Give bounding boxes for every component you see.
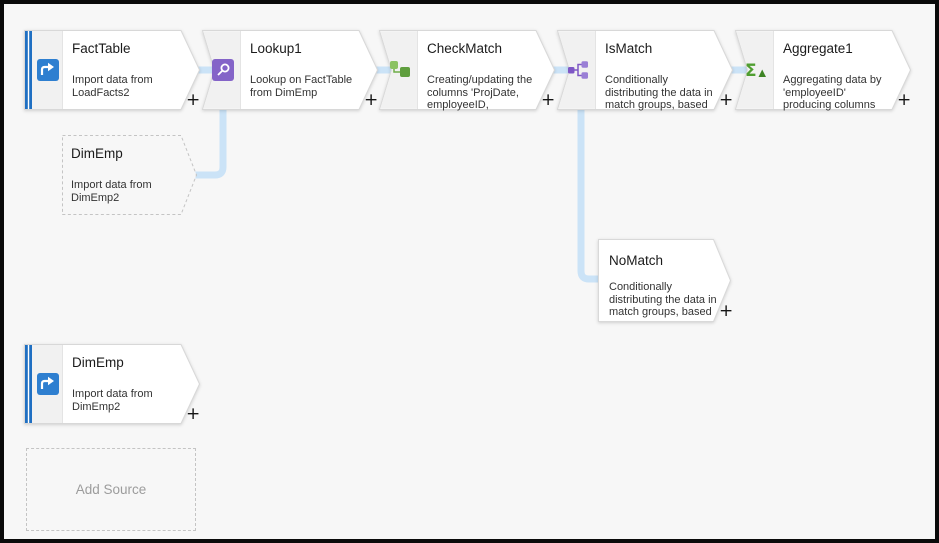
graph-surface[interactable]: FactTable Import data from LoadFacts2 + … (4, 4, 935, 539)
add-source-button[interactable]: Add Source (26, 448, 196, 531)
node-title: DimEmp (72, 355, 124, 370)
svg-text:Σ: Σ (745, 61, 757, 81)
add-source-label: Add Source (75, 482, 147, 497)
node-arrow-shape (598, 239, 732, 322)
node-arrow-shape-dashed (62, 135, 198, 215)
node-description: Conditionally distributing the data in m… (609, 281, 717, 318)
node-description: Import data from LoadFacts2 (72, 74, 153, 99)
node-dimemp-reference[interactable]: DimEmp Import data from DimEmp2 (62, 135, 198, 215)
add-transformation-button[interactable]: + (541, 90, 556, 110)
node-description: Creating/updating the columns 'ProjDate,… (427, 74, 533, 111)
node-description: Import data from DimEmp2 (71, 179, 152, 204)
node-description: Lookup on FactTable from DimEmp (250, 74, 353, 99)
edge-dimempref-lookup1 (195, 108, 227, 179)
add-transformation-button[interactable]: + (897, 90, 912, 110)
add-transformation-button[interactable]: + (719, 301, 734, 321)
node-dimemp[interactable]: DimEmp Import data from DimEmp2 + (24, 344, 200, 424)
add-transformation-button[interactable]: + (719, 90, 734, 110)
node-facttable[interactable]: FactTable Import data from LoadFacts2 + (24, 30, 200, 110)
node-title: Aggregate1 (783, 41, 853, 56)
source-arrow-icon (37, 59, 59, 81)
node-description: Aggregating data by 'employeeID' produci… (783, 74, 882, 111)
lookup-magnifier-icon (212, 59, 234, 81)
node-checkmatch[interactable]: CheckMatch Creating/updating the columns… (378, 30, 556, 111)
edge-ismatch-nomatch (577, 108, 600, 283)
node-title: FactTable (72, 41, 131, 56)
node-arrow-shape (378, 30, 556, 110)
add-transformation-button[interactable]: + (186, 90, 201, 110)
node-title: CheckMatch (427, 41, 503, 56)
node-nomatch[interactable]: NoMatch Conditionally distributing the d… (598, 239, 734, 322)
conditional-split-icon (568, 61, 588, 79)
node-description: Import data from DimEmp2 (72, 388, 153, 413)
node-aggregate1[interactable]: Σ Aggregate1 Aggregating data by 'employ… (734, 30, 912, 111)
derived-column-icon (390, 61, 410, 77)
node-title: Lookup1 (250, 41, 302, 56)
node-ismatch[interactable]: IsMatch Conditionally distributing the d… (556, 30, 734, 111)
source-arrow-icon (37, 373, 59, 395)
add-transformation-button[interactable]: + (364, 90, 379, 110)
node-description: Conditionally distributing the data in m… (605, 74, 713, 111)
node-title: IsMatch (605, 41, 653, 56)
node-title: NoMatch (609, 253, 664, 268)
node-lookup1[interactable]: Lookup1 Lookup on FactTable from DimEmp … (201, 30, 379, 110)
node-arrow-shape (734, 30, 912, 110)
node-title: DimEmp (71, 146, 123, 161)
add-transformation-button[interactable]: + (186, 404, 201, 424)
node-arrow-shape (24, 344, 201, 424)
aggregate-sigma-icon: Σ (745, 61, 766, 81)
